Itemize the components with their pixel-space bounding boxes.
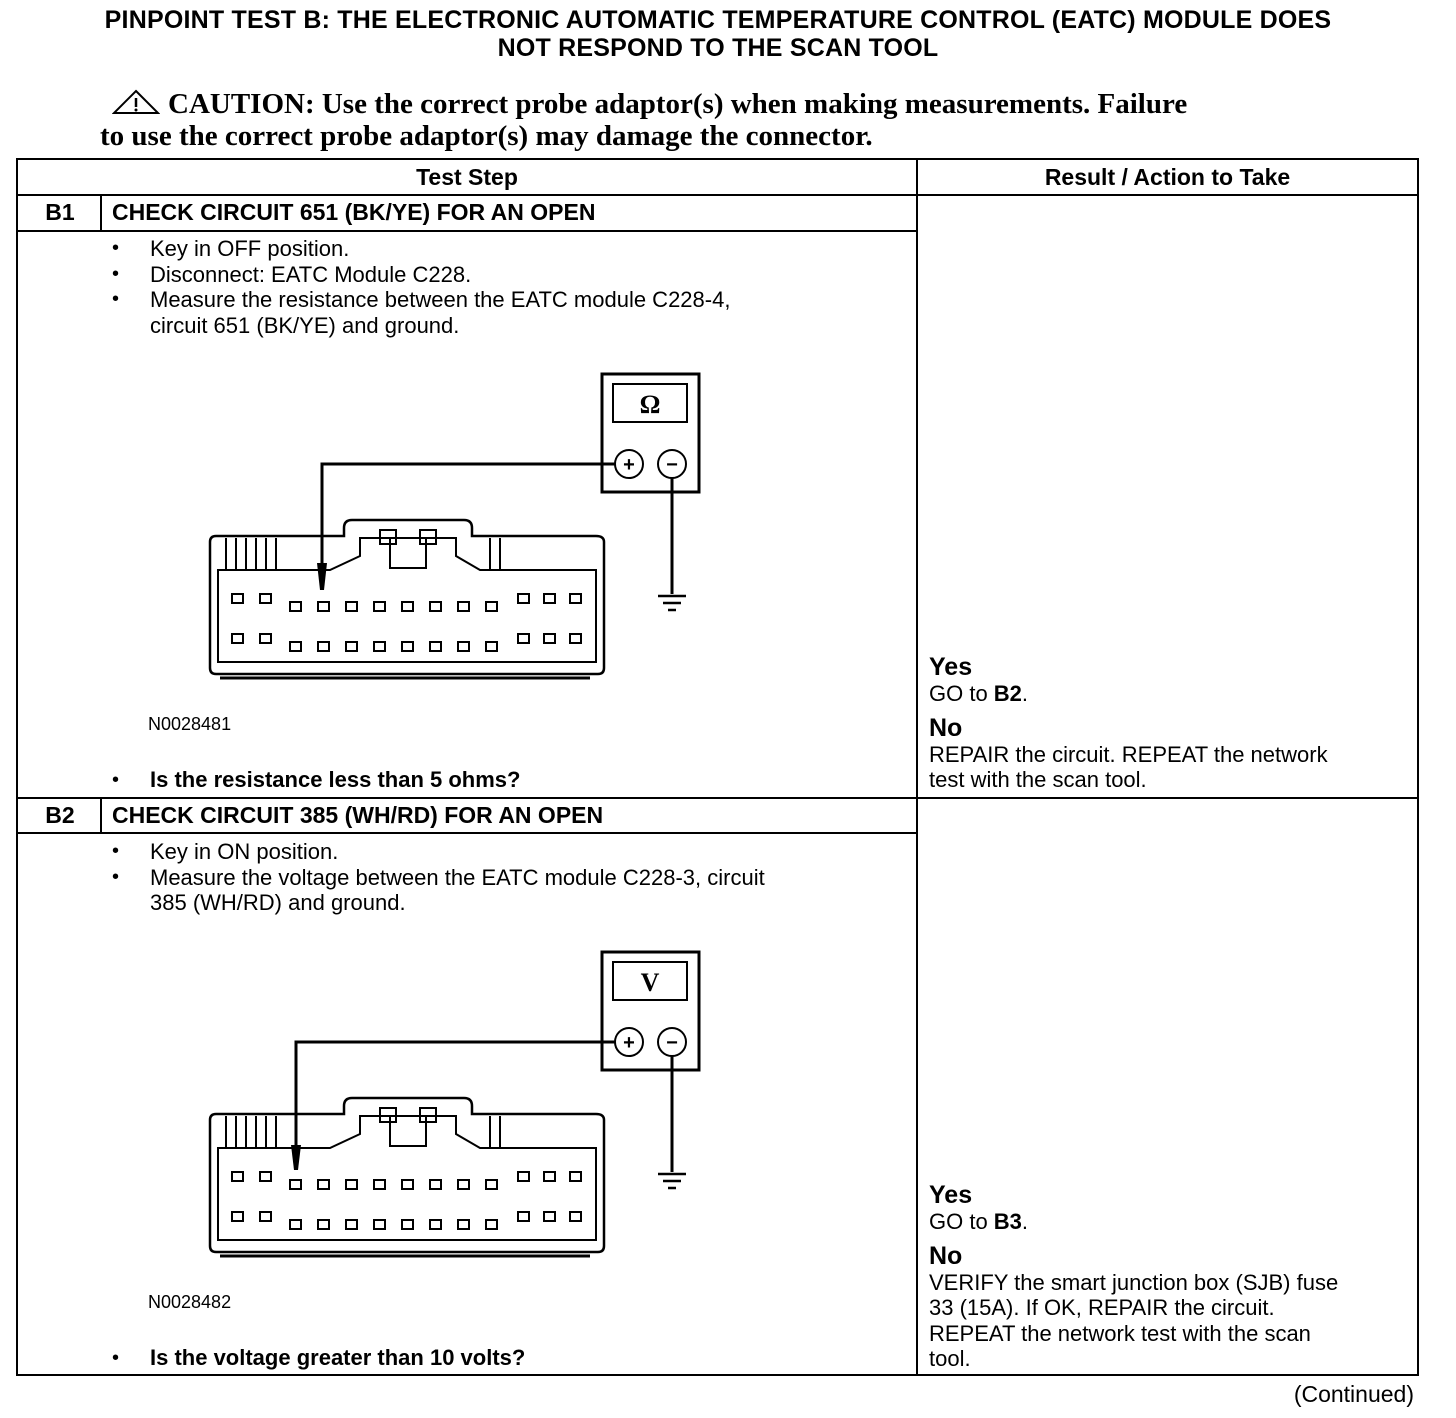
b1-title-divider (16, 230, 918, 232)
no-action: VERIFY the smart junction box (SJB) fuse… (929, 1269, 1339, 1372)
b2-id-divider (100, 797, 102, 833)
yes-label: Yes (929, 1181, 973, 1209)
no-label: No (929, 713, 963, 742)
instruction-continuation: 385 (WH/RD) and ground. (150, 890, 406, 915)
step-title: CHECK CIRCUIT 651 (BK/YE) FOR AN OPEN (112, 199, 596, 225)
b1-row-divider (16, 797, 1419, 799)
multimeter-display (612, 961, 688, 1001)
instruction-item: Measure the voltage between the EATC mod… (110, 865, 765, 891)
table-border-left (16, 158, 18, 1376)
step-instructions: Key in ON position. Measure the voltage … (110, 839, 765, 916)
negative-terminal-label: − (666, 454, 678, 476)
instruction-item: Key in ON position. (110, 839, 765, 865)
positive-terminal-label: + (623, 1032, 635, 1054)
connector-pins-icon (231, 593, 582, 652)
header-result: Result / Action to Take (1044, 164, 1291, 190)
step-result: Yes GO to B3. No VERIFY the smart juncti… (929, 1182, 1409, 1372)
instruction-item: Measure the resistance between the EATC … (110, 287, 730, 313)
page-title: PINPOINT TEST B: THE ELECTRONIC AUTOMATI… (18, 6, 1418, 62)
multimeter-display (612, 383, 688, 423)
connector-pins-icon (231, 1171, 582, 1230)
table-border-bottom (16, 1374, 1419, 1376)
title-line-2: NOT RESPOND TO THE SCAN TOOL (497, 34, 939, 62)
step-question: Is the voltage greater than 10 volts? (110, 1345, 525, 1371)
table-border-top (16, 158, 1419, 160)
meter-symbol-text: Ω (640, 390, 661, 419)
ground-symbol-icon (658, 1172, 686, 1190)
figure-code: N0028481 (148, 714, 232, 734)
connector-c228-icon (208, 518, 606, 680)
header-test-step: Test Step (416, 164, 518, 190)
negative-terminal-label: − (666, 1032, 678, 1054)
instruction-continuation: circuit 651 (BK/YE) and ground. (150, 312, 460, 338)
yes-action: GO to B2. (929, 681, 1029, 706)
goto-step-link: B3 (993, 1209, 1022, 1234)
caution-line-1: CAUTION: Use the correct probe adaptor(s… (168, 88, 1188, 120)
b2-title-divider (16, 832, 918, 834)
step-title: CHECK CIRCUIT 385 (WH/RD) FOR AN OPEN (112, 802, 604, 828)
meter-symbol-text: V (641, 968, 660, 997)
voltage-measurement-diagram: V + − (208, 950, 701, 1258)
caution-line-2: to use the correct probe adaptor(s) may … (100, 120, 873, 152)
figure-code: N0028482 (148, 1292, 232, 1312)
probe-tip-icon (317, 563, 327, 590)
positive-lead (320, 462, 615, 570)
title-line-1: PINPOINT TEST B: THE ELECTRONIC AUTOMATI… (104, 6, 1332, 34)
positive-lead (294, 1040, 615, 1152)
resistance-measurement-diagram: Ω + − (208, 372, 701, 680)
yes-label: Yes (929, 653, 973, 681)
step-instructions: Key in OFF position. Disconnect: EATC Mo… (110, 236, 730, 338)
caution-note: CAUTION: Use the correct probe adaptor(s… (100, 88, 1360, 152)
instruction-item: Key in OFF position. (110, 236, 730, 262)
no-action: REPAIR the circuit. REPEAT the network t… (929, 741, 1328, 793)
connector-c228-icon (208, 1096, 606, 1258)
step-id: B2 (45, 802, 75, 828)
goto-step-link: B2 (993, 681, 1022, 706)
ground-symbol-icon (658, 594, 686, 612)
probe-tip-icon (291, 1145, 301, 1170)
table-border-right (1417, 158, 1419, 1376)
continued-label: (Continued) (1293, 1381, 1414, 1407)
b1-id-divider (100, 194, 102, 231)
no-label: No (929, 1241, 963, 1270)
instruction-item: Disconnect: EATC Module C228. (110, 262, 730, 288)
step-question: Is the resistance less than 5 ohms? (110, 767, 520, 793)
step-id: B1 (45, 199, 75, 225)
positive-terminal-label: + (623, 454, 635, 476)
step-result: Yes GO to B2. No REPAIR the circuit. REP… (929, 654, 1409, 793)
yes-action: GO to B3. (929, 1209, 1029, 1234)
table-column-divider (916, 158, 918, 1376)
table-header-divider (16, 194, 1419, 196)
warning-triangle-icon (111, 89, 161, 114)
